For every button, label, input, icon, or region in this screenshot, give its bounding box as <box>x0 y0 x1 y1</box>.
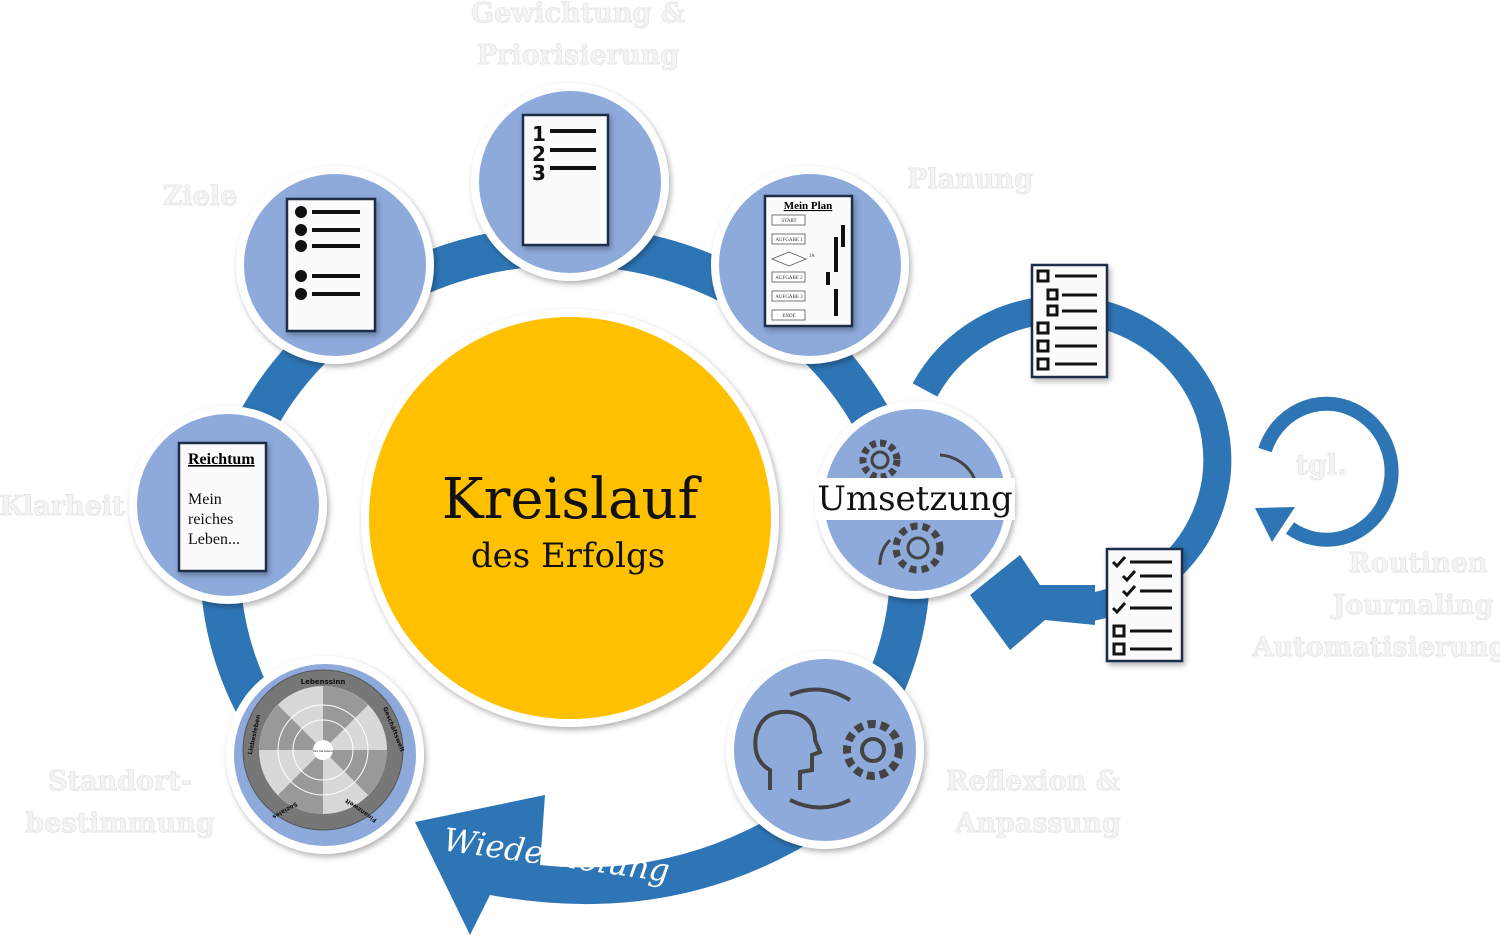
plan-step: AUFGABE 1 <box>775 238 803 243</box>
node-standort: Lebenssinn Geschäftswelt Finanzwelt Sozi… <box>226 656 424 854</box>
plan-step: AUFGABE 3 <box>775 295 803 300</box>
node-reflexion <box>726 651 924 849</box>
label-gewichtung-1: Gewichtung & <box>471 0 685 29</box>
number-3: 3 <box>532 161 546 185</box>
label-daily: tgl. <box>1295 450 1346 481</box>
label-journaling: Journaling <box>1331 590 1494 621</box>
node-klarheit: Reichtum Mein reiches Leben... <box>129 406 327 604</box>
label-standort-2: bestimmung <box>25 808 214 839</box>
plan-yes: JA <box>809 254 815 259</box>
daily-loop-arrowhead <box>970 555 1095 650</box>
small-loop-ring <box>1258 396 1399 547</box>
small-loop-arrowhead <box>1255 507 1295 542</box>
center-circle <box>361 309 779 727</box>
label-reflexion-1: Reflexion & <box>946 766 1120 797</box>
checklist-doc <box>1030 263 1109 379</box>
gears-icon <box>859 439 977 574</box>
label-ziele: Ziele <box>163 181 238 212</box>
plan-heading: Mein Plan <box>784 200 833 212</box>
plan-step: AUFGABE 2 <box>775 276 803 281</box>
list-lines-icon <box>550 129 596 170</box>
node-priorisierung: 1 2 3 <box>471 83 669 281</box>
label-planung: Planung <box>907 164 1033 195</box>
node-ziele <box>236 166 434 364</box>
number-2: 2 <box>532 142 546 166</box>
reichtum-line: Leben... <box>188 531 240 548</box>
reichtum-line: reiches <box>188 511 233 528</box>
bullet-list-icon <box>295 206 360 300</box>
label-klarheit: Klarheit <box>0 491 125 522</box>
reichtum-heading: Reichtum <box>188 451 255 468</box>
checked-list-doc <box>1105 547 1184 663</box>
plan-step: START <box>781 219 796 224</box>
label-standort-1: Standort- <box>48 766 192 797</box>
umsetzung-label: Umsetzung <box>817 479 1013 519</box>
label-reflexion-2: Anpassung <box>954 808 1121 839</box>
head-gear-icon <box>753 687 903 810</box>
label-automatisierung: Automatisierung <box>1252 632 1500 663</box>
center-subtitle: des Erfolgs <box>471 536 665 576</box>
label-routinen: Routinen <box>1348 548 1488 579</box>
reichtum-line: Mein <box>188 491 222 508</box>
node-planung: Mein Plan START AUFGABE 1 JA AUFGABE 2 A… <box>711 166 909 364</box>
center-title: Kreislauf <box>442 467 703 532</box>
gantt-bars <box>826 225 845 316</box>
wheel-title: Lebenssinn <box>301 678 346 686</box>
label-gewichtung-2: Priorisierung <box>477 40 679 71</box>
repeat-arrow <box>415 795 830 935</box>
number-1: 1 <box>532 122 546 146</box>
wheel-center: Rad des Lebens <box>313 749 333 753</box>
node-umsetzung: Umsetzung <box>815 401 1015 599</box>
plan-step: ENDE <box>782 314 795 319</box>
